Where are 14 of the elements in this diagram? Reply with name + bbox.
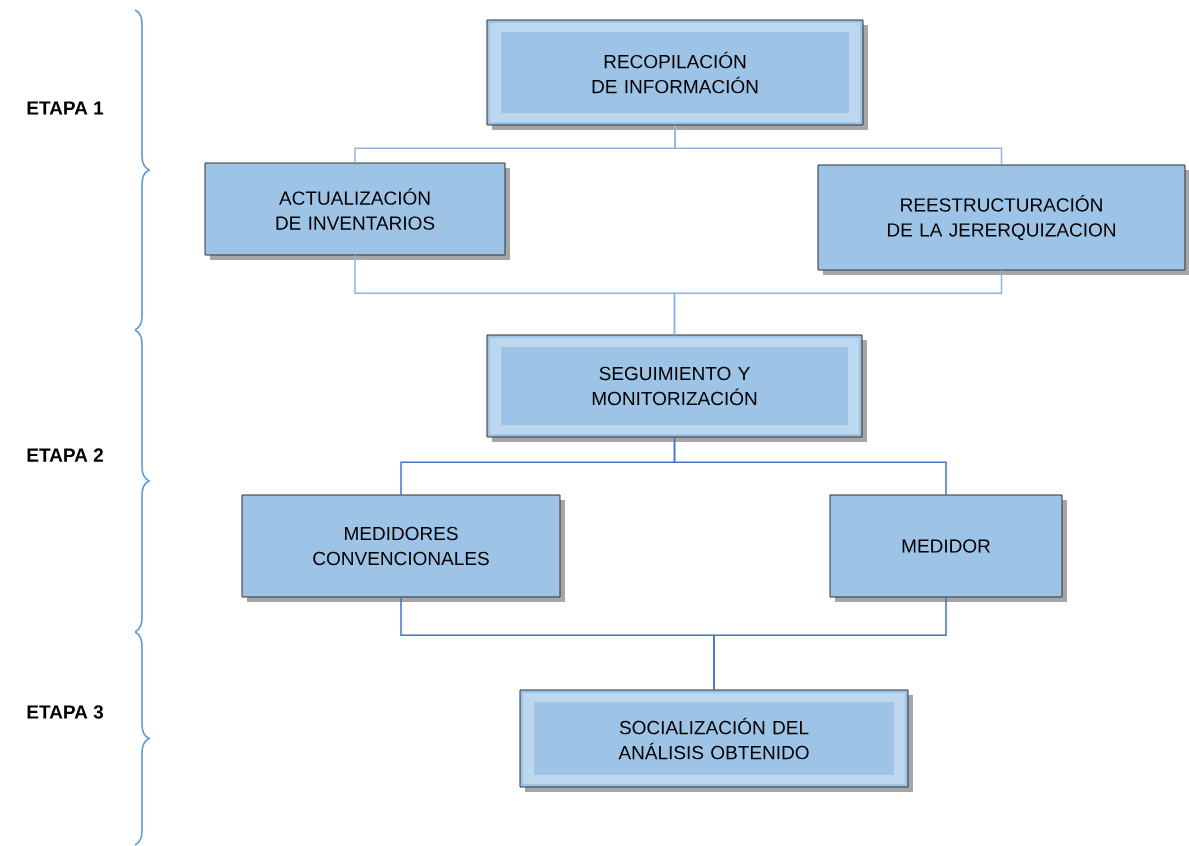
process-box: RECOPILACIÓN DE INFORMACIÓN <box>486 19 868 130</box>
stage-label: ETAPA 3 <box>27 705 103 719</box>
stage-label: ETAPA 1 <box>27 101 104 115</box>
stage-label: ETAPA 2 <box>27 448 103 462</box>
connector-line <box>713 596 947 691</box>
process-box: MEDIDOR <box>829 494 1067 602</box>
connector-line <box>673 436 947 496</box>
process-box: REESTRUCTURACIÓN DE LA JERERQUIZACION <box>817 164 1189 275</box>
connector-line <box>673 269 1003 336</box>
process-box: SOCIALIZACIÓN DEL ANÁLISIS OBTENIDO <box>519 689 913 792</box>
process-box: SEGUIMIENTO Y MONITORIZACIÓN <box>486 334 867 442</box>
process-box: MEDIDORES CONVENCIONALES <box>241 494 565 602</box>
connector-line <box>674 124 1003 166</box>
process-box: ACTUALIZACIÓN DE INVENTARIOS <box>204 162 510 260</box>
